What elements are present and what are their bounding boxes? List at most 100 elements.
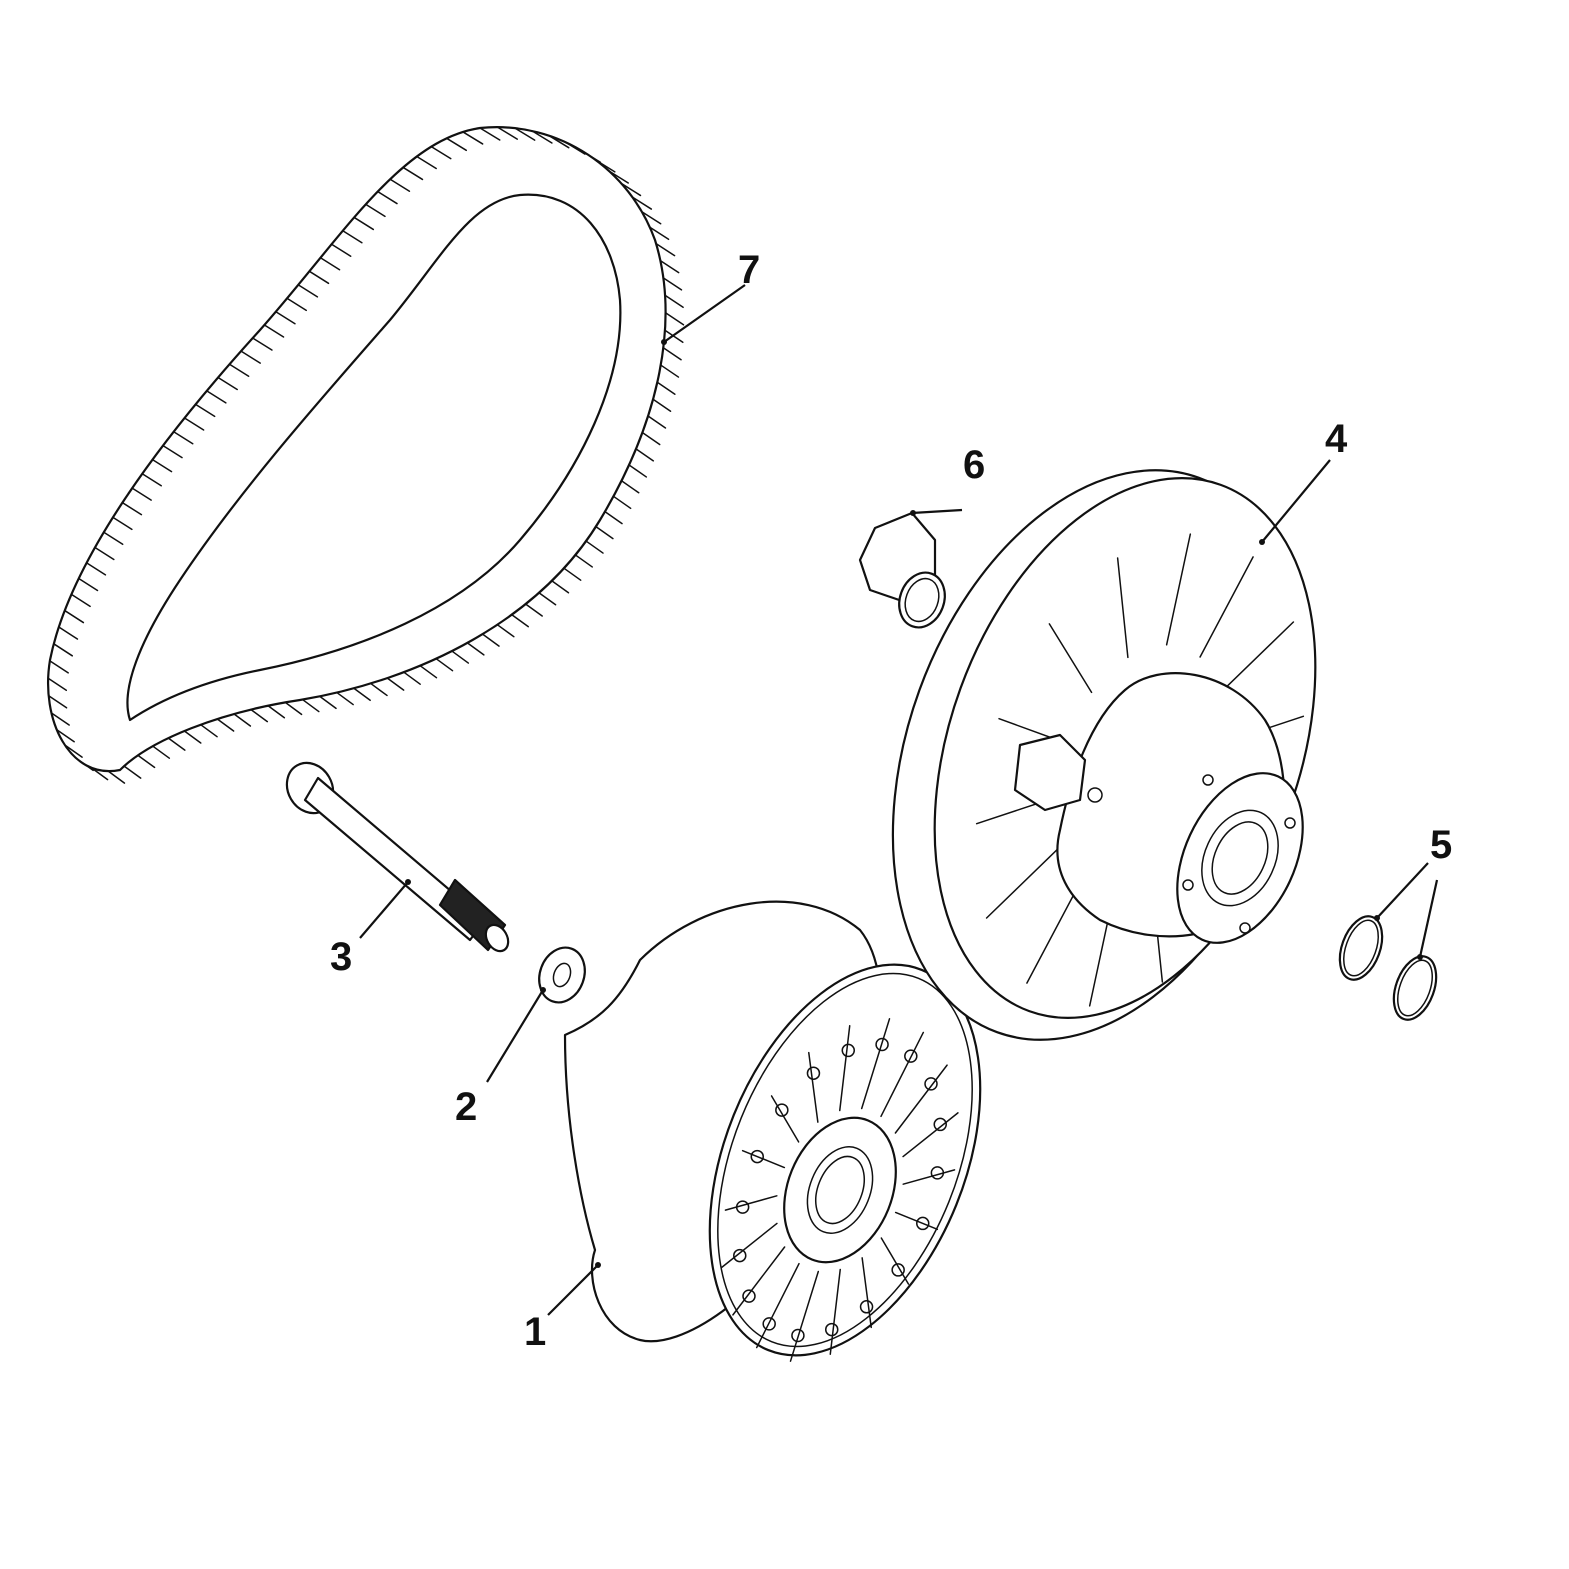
leader-line-2	[486, 989, 544, 1083]
leader-dot-7	[661, 339, 667, 345]
belt-tooth	[58, 626, 79, 640]
belt-tooth	[112, 516, 133, 531]
belt-tooth	[301, 698, 320, 713]
clutch-fins	[721, 1018, 959, 1362]
fin-hole	[916, 1216, 930, 1231]
fin-hole	[742, 1289, 756, 1303]
belt-tooth	[402, 166, 424, 181]
belt-tooth	[240, 350, 261, 364]
clutch-fin	[724, 1195, 778, 1211]
belt-tooth	[479, 127, 501, 141]
belt-tooth	[319, 695, 337, 710]
belt-tooth	[524, 603, 543, 617]
belt-tooth	[286, 297, 308, 312]
belt-tooth	[656, 381, 676, 395]
clutch-fin	[902, 1169, 956, 1185]
belt-tooth	[107, 770, 126, 784]
callout-1[interactable]: 1	[524, 1310, 546, 1354]
belt-tooth	[251, 337, 273, 351]
driven-rib	[1048, 623, 1093, 694]
fin-hole	[933, 1117, 947, 1132]
callout-5[interactable]: 5	[1430, 823, 1452, 867]
fin-hole	[904, 1049, 918, 1063]
fin-hole	[859, 1300, 874, 1314]
belt-tooth	[514, 127, 536, 141]
belt-tooth	[641, 210, 662, 225]
belt-tooth	[548, 134, 570, 149]
belt-tooth	[496, 126, 518, 140]
leader-line-6	[911, 508, 963, 515]
fin-hole	[762, 1317, 776, 1331]
belt-tooth	[664, 312, 685, 326]
belt-tooth	[70, 593, 91, 608]
callout-6[interactable]: 6	[963, 443, 985, 487]
belt-tooth	[445, 137, 468, 152]
drive-clutch[interactable]	[563, 900, 1033, 1395]
belt-tooth	[50, 712, 70, 726]
belt-tooth	[85, 562, 107, 576]
belt-tooth	[123, 765, 142, 779]
belt-tooth	[664, 294, 684, 309]
belt-tooth	[550, 580, 570, 594]
belt-tooth	[466, 642, 485, 656]
clutch-fin	[839, 1025, 851, 1112]
driven-clutch[interactable]	[819, 413, 1386, 1097]
nut[interactable]	[858, 511, 952, 634]
washer[interactable]	[532, 941, 592, 1009]
belt-tooth	[647, 415, 667, 429]
fin-hole	[733, 1248, 747, 1263]
belt-tooth	[53, 643, 74, 657]
fin-hole	[775, 1103, 789, 1117]
callout-3[interactable]: 3	[330, 935, 352, 979]
clutch-fin	[732, 1246, 786, 1316]
belt-tooth	[564, 141, 586, 155]
belt-tooth	[652, 398, 672, 412]
belt-tooth	[655, 242, 676, 257]
drive-belt[interactable]	[47, 126, 685, 784]
clutch-bolt[interactable]	[278, 754, 513, 955]
belt-tooth	[121, 501, 143, 516]
belt-tooth	[94, 546, 115, 561]
driven-rib	[985, 847, 1060, 919]
belt-tooth	[531, 130, 553, 144]
belt-tooth	[183, 730, 202, 744]
fin-hole	[735, 1200, 750, 1214]
leader-dot-6	[910, 510, 916, 516]
belt-tooth	[574, 554, 593, 568]
belt-tooth	[353, 687, 371, 702]
clutch-fin	[829, 1268, 841, 1355]
clutch-fin	[770, 1095, 800, 1143]
clutch-fin	[861, 1257, 872, 1329]
o-rings[interactable]	[1332, 910, 1444, 1025]
belt-tooth	[481, 633, 500, 647]
belt-tooth	[103, 531, 124, 546]
belt-tooth	[216, 718, 235, 732]
driven-rib	[1026, 882, 1081, 984]
belt-tooth	[284, 701, 303, 716]
belt-tooth	[342, 230, 363, 244]
belt-tooth	[330, 243, 352, 257]
driven-rib	[1165, 533, 1192, 646]
clutch-fin	[789, 1270, 820, 1362]
belt-tooth	[131, 487, 152, 501]
belt-tooth	[585, 540, 604, 554]
belt-tooth	[199, 723, 218, 738]
clutch-fin	[902, 1112, 959, 1158]
callout-2[interactable]: 2	[455, 1085, 477, 1129]
callout-4[interactable]: 4	[1325, 417, 1348, 461]
fin-hole	[841, 1043, 856, 1058]
belt-tooth	[167, 737, 186, 751]
belt-teeth	[47, 126, 685, 784]
belt-tooth	[419, 664, 438, 679]
belt-tooth	[217, 376, 238, 391]
belt-tooth	[75, 757, 94, 772]
leader-dot-2	[540, 987, 546, 993]
callout-7[interactable]: 7	[738, 248, 760, 292]
clutch-fin	[880, 1031, 925, 1118]
belt-tooth	[64, 744, 83, 758]
belt-tooth	[297, 284, 319, 298]
leader-line-4	[1261, 459, 1331, 543]
belt-tooth	[376, 190, 398, 205]
belt-tooth	[263, 324, 285, 338]
belt-tooth	[267, 704, 286, 719]
